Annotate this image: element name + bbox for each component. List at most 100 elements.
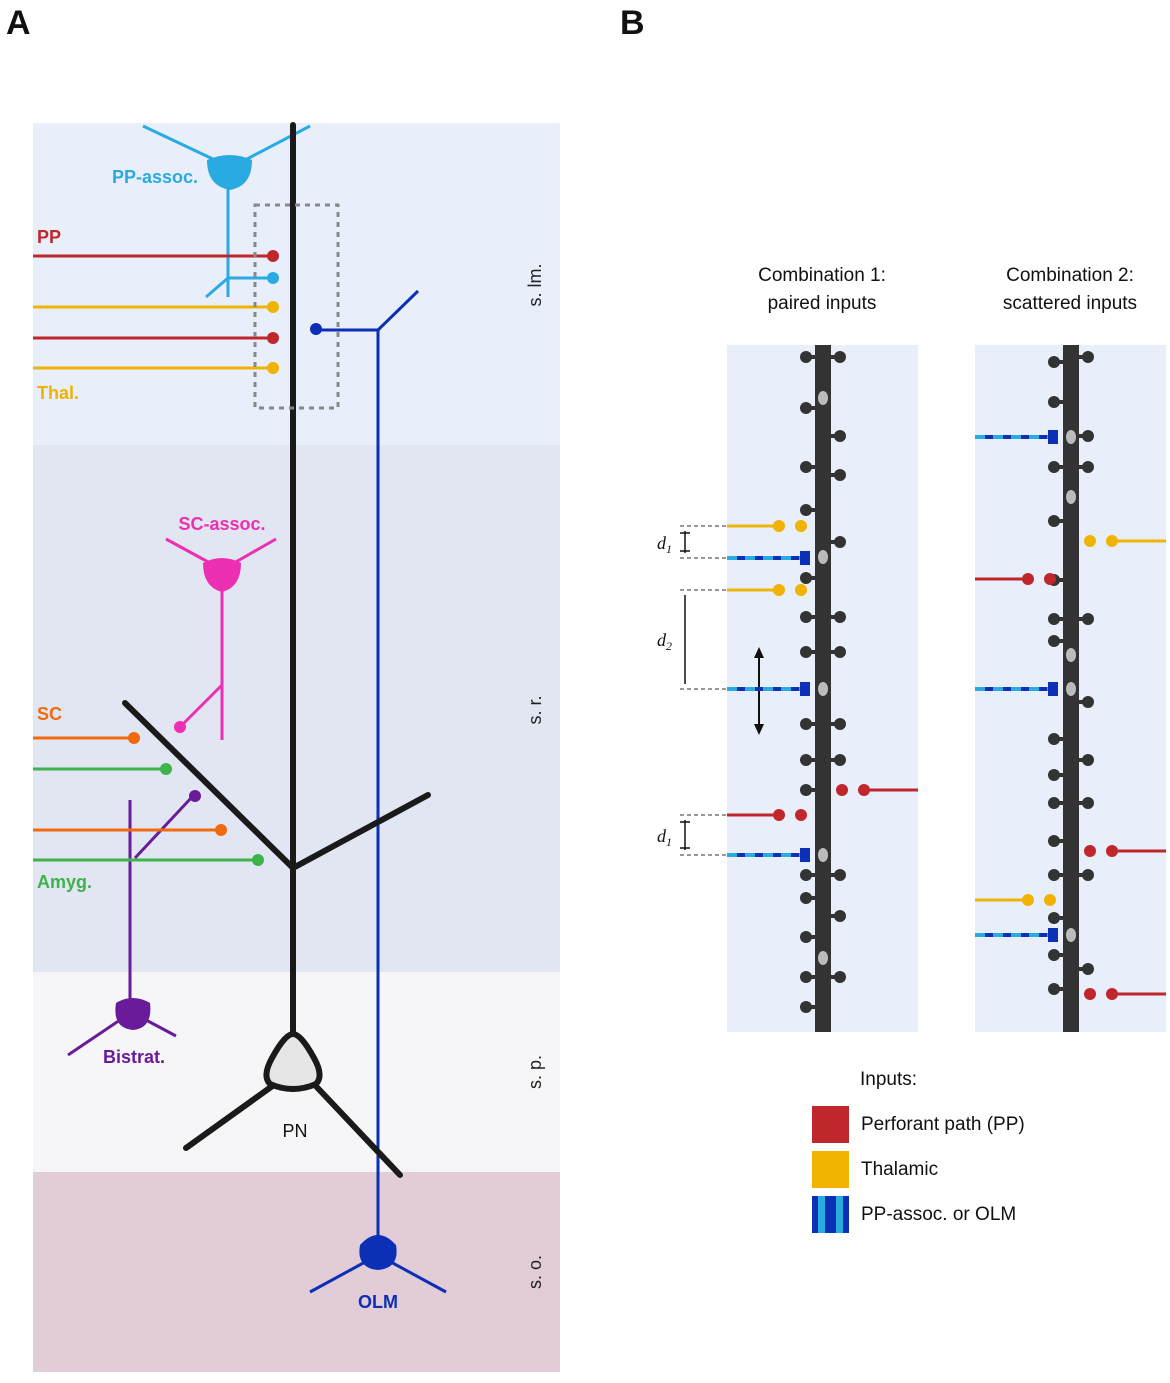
- pp-synapse-2: [267, 332, 279, 344]
- panel-a-letter: A: [6, 4, 31, 42]
- spine-head: [800, 504, 812, 516]
- spine-head: [834, 754, 846, 766]
- pp-synapse-1: [267, 250, 279, 262]
- spine-head: [1048, 835, 1060, 847]
- pp-assoc-label: PP-assoc.: [112, 167, 198, 187]
- olm-label: OLM: [358, 1292, 398, 1312]
- combo1-inputs: [727, 520, 918, 862]
- spine-head: [800, 971, 812, 983]
- combo1-title-line1: Combination 1:: [758, 265, 886, 286]
- spine-head: [834, 351, 846, 363]
- ppassoc-olm-input-terminal: [800, 848, 810, 862]
- legend-swatch-pp-assoc-olm: [812, 1196, 849, 1233]
- amyg-synapse-2: [252, 854, 264, 866]
- thal-input-spine-contact: [1044, 894, 1056, 906]
- spine-head: [800, 611, 812, 623]
- thal-input-bouton: [773, 520, 785, 532]
- spine-head: [1048, 635, 1060, 647]
- spine-head: [1048, 769, 1060, 781]
- panel-b-letter: B: [620, 4, 645, 42]
- gray-spine: [1066, 648, 1076, 662]
- pp-input-bouton: [1022, 573, 1034, 585]
- bistrat-neuron: [67, 790, 201, 1057]
- thal-synapse-1: [267, 301, 279, 313]
- layer-sr-label: s. r.: [525, 695, 545, 724]
- thal-label: Thal.: [37, 383, 79, 403]
- pp-input-spine-contact: [795, 809, 807, 821]
- combo2-inputs: [975, 430, 1166, 1000]
- spine-head: [1048, 461, 1060, 473]
- bistrat-label: Bistrat.: [103, 1047, 165, 1067]
- spine-head: [1082, 754, 1094, 766]
- spine-head: [1048, 733, 1060, 745]
- spine-head: [834, 430, 846, 442]
- spine-head: [834, 536, 846, 548]
- layer-sp-label: s. p.: [525, 1055, 545, 1089]
- spine-head: [1048, 515, 1060, 527]
- spine-head: [1082, 696, 1094, 708]
- legend-title: Inputs:: [860, 1069, 917, 1090]
- thal-input-spine-contact: [795, 584, 807, 596]
- ppassoc-olm-input-terminal: [800, 551, 810, 565]
- spine-head: [800, 646, 812, 658]
- d1-label-top: d1: [657, 533, 672, 556]
- spine-head: [834, 869, 846, 881]
- gray-spine: [1066, 430, 1076, 444]
- ppassoc-olm-input-terminal: [1048, 430, 1058, 444]
- spine-head: [1048, 912, 1060, 924]
- sc-label: SC: [37, 704, 62, 724]
- sr-inputs: [33, 732, 264, 866]
- spine-head: [1048, 949, 1060, 961]
- gray-spine: [1066, 490, 1076, 504]
- combo1-dendrite: [800, 345, 846, 1032]
- pp-input-bouton: [1106, 988, 1118, 1000]
- pp-input-bouton: [1106, 845, 1118, 857]
- gray-spine: [1066, 682, 1076, 696]
- spine-head: [800, 351, 812, 363]
- spine-head: [1048, 869, 1060, 881]
- spine-head: [800, 892, 812, 904]
- spine-head: [800, 402, 812, 414]
- spine-head: [834, 910, 846, 922]
- gray-spine: [818, 550, 828, 564]
- spine-head: [834, 469, 846, 481]
- spine-head: [800, 931, 812, 943]
- layer-slm-label: s. lm.: [525, 264, 545, 307]
- spine-head: [834, 611, 846, 623]
- spine-head: [1082, 869, 1094, 881]
- spine-head: [1082, 963, 1094, 975]
- sc-assoc-neuron: [165, 537, 277, 740]
- spine-head: [800, 572, 812, 584]
- layer-so-label: s. o.: [525, 1255, 545, 1289]
- gray-spine: [818, 682, 828, 696]
- thal-input-spine-contact: [1084, 535, 1096, 547]
- combo2-title-line2: scattered inputs: [1003, 293, 1137, 314]
- hippocampal-layers: [33, 123, 560, 1372]
- amyg-label: Amyg.: [37, 872, 92, 892]
- spine-head: [800, 754, 812, 766]
- gray-spine: [1066, 928, 1076, 942]
- spine-head: [1082, 351, 1094, 363]
- d1-label-bottom: d1: [657, 826, 672, 849]
- pp-label: PP: [37, 227, 61, 247]
- layer-so: [33, 1172, 560, 1372]
- legend-swatch-pp: [812, 1106, 849, 1143]
- combo2-dendrite: [1048, 345, 1094, 1032]
- olm-neuron: [309, 289, 447, 1294]
- spine-head: [1048, 396, 1060, 408]
- pn-label: PN: [282, 1121, 307, 1141]
- thal-input-bouton: [1022, 894, 1034, 906]
- amyg-synapse-1: [160, 763, 172, 775]
- legend-label-pp: Perforant path (PP): [861, 1114, 1025, 1135]
- spine-head: [834, 646, 846, 658]
- thal-input-bouton: [773, 584, 785, 596]
- thal-input-bouton: [1106, 535, 1118, 547]
- layer-sr: [33, 445, 560, 972]
- thal-input-spine-contact: [795, 520, 807, 532]
- sc-synapse-2: [215, 824, 227, 836]
- pp-input-spine-contact: [1084, 845, 1096, 857]
- ppassoc-olm-input-terminal: [800, 682, 810, 696]
- spine-head: [800, 1001, 812, 1013]
- pp-input-spine-contact: [1084, 988, 1096, 1000]
